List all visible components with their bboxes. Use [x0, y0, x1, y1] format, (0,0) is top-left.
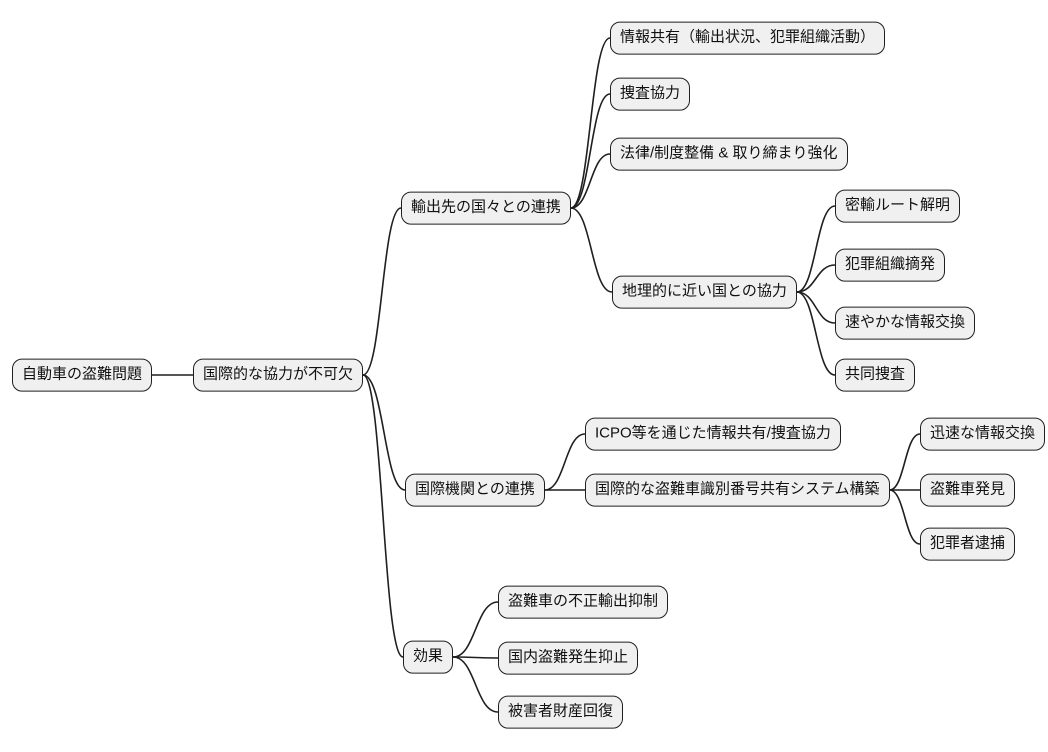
node-criminal-arrest[interactable]: 犯罪者逮捕: [920, 527, 1016, 561]
edge-intl_cooperation-export_countries: [362, 207, 402, 376]
node-investigation-coop[interactable]: 捜査協力: [610, 77, 691, 111]
node-label: ICPO等を通じた情報共有/捜査協力: [595, 424, 831, 442]
edge-vin_system-rapid_info_exchange: [888, 433, 921, 491]
node-label: 国際機関との連携: [415, 480, 535, 498]
edge-intl_cooperation-intl_org: [362, 374, 406, 491]
node-joint-investigation[interactable]: 共同捜査: [835, 358, 916, 392]
edge-nearby_countries-joint_investigation: [796, 291, 836, 376]
node-label: 法律/制度整備 & 取り締まり強化: [620, 144, 838, 162]
node-export-countries[interactable]: 輸出先の国々との連携: [401, 191, 571, 225]
node-label: 国際的な盗難車識別番号共有システム構築: [595, 480, 880, 498]
node-intl-cooperation[interactable]: 国際的な協力が不可欠: [193, 358, 364, 392]
node-label: 国際的な協力が不可欠: [203, 365, 354, 383]
node-rapid-info-exchange[interactable]: 迅速な情報交換: [920, 417, 1046, 451]
node-label: 効果: [413, 647, 444, 665]
node-smuggling-routes[interactable]: 密輸ルート解明: [835, 189, 961, 223]
node-label: 密輸ルート解明: [845, 196, 951, 214]
node-prompt-info-exchange[interactable]: 速やかな情報交換: [835, 306, 976, 340]
node-victim-recovery[interactable]: 被害者財産回復: [498, 695, 624, 729]
node-label: 盗難車の不正輸出抑制: [508, 592, 659, 610]
node-domestic-theft-deterrence[interactable]: 国内盗難発生抑止: [498, 641, 639, 675]
node-info-sharing[interactable]: 情報共有（輸出状況、犯罪組織活動）: [610, 21, 886, 55]
node-label: 情報共有（輸出状況、犯罪組織活動）: [620, 28, 876, 46]
edge-effect-export_suppression: [452, 601, 499, 658]
node-intl-org[interactable]: 国際機関との連携: [405, 473, 545, 507]
edge-effect-domestic_theft_deterrence: [452, 656, 499, 659]
edge-effect-victim_recovery: [452, 656, 499, 713]
edge-export_countries-legal_enforcement: [570, 153, 611, 209]
node-label: 犯罪組織摘発: [845, 255, 936, 273]
node-label: 速やかな情報交換: [845, 313, 966, 331]
node-label: 国内盗難発生抑止: [508, 648, 629, 666]
node-label: 迅速な情報交換: [930, 424, 1036, 442]
edge-export_countries-info_sharing: [570, 37, 611, 209]
node-label: 被害者財産回復: [508, 702, 614, 720]
node-label: 地理的に近い国との協力: [622, 282, 787, 300]
node-effect[interactable]: 効果: [403, 640, 454, 674]
edge-nearby_countries-prompt_info_exchange: [796, 291, 836, 324]
node-crime-org-crackdown[interactable]: 犯罪組織摘発: [835, 248, 946, 282]
node-vin-system[interactable]: 国際的な盗難車識別番号共有システム構築: [585, 473, 890, 507]
node-label: 捜査協力: [620, 84, 681, 102]
node-label: 犯罪者逮捕: [930, 534, 1006, 552]
node-icpo-sharing[interactable]: ICPO等を通じた情報共有/捜査協力: [585, 417, 841, 451]
node-car-theft-problem[interactable]: 自動車の盗難問題: [12, 358, 153, 392]
edge-nearby_countries-crime_org_crackdown: [796, 264, 836, 293]
node-label: 共同捜査: [845, 365, 906, 383]
edge-intl_cooperation-effect: [362, 374, 404, 658]
edge-intl_org-icpo_sharing: [544, 433, 586, 491]
node-legal-enforcement[interactable]: 法律/制度整備 & 取り締まり強化: [610, 137, 848, 171]
node-label: 自動車の盗難問題: [22, 365, 143, 383]
edge-export_countries-nearby_countries: [570, 207, 613, 293]
node-label: 輸出先の国々との連携: [411, 198, 561, 216]
node-stolen-car-found[interactable]: 盗難車発見: [920, 473, 1016, 507]
node-label: 盗難車発見: [930, 480, 1006, 498]
edge-export_countries-investigation_coop: [570, 93, 611, 209]
node-export-suppression[interactable]: 盗難車の不正輸出抑制: [498, 585, 669, 619]
edge-nearby_countries-smuggling_routes: [796, 205, 836, 293]
node-nearby-countries[interactable]: 地理的に近い国との協力: [612, 275, 797, 309]
edge-vin_system-criminal_arrest: [888, 489, 921, 545]
